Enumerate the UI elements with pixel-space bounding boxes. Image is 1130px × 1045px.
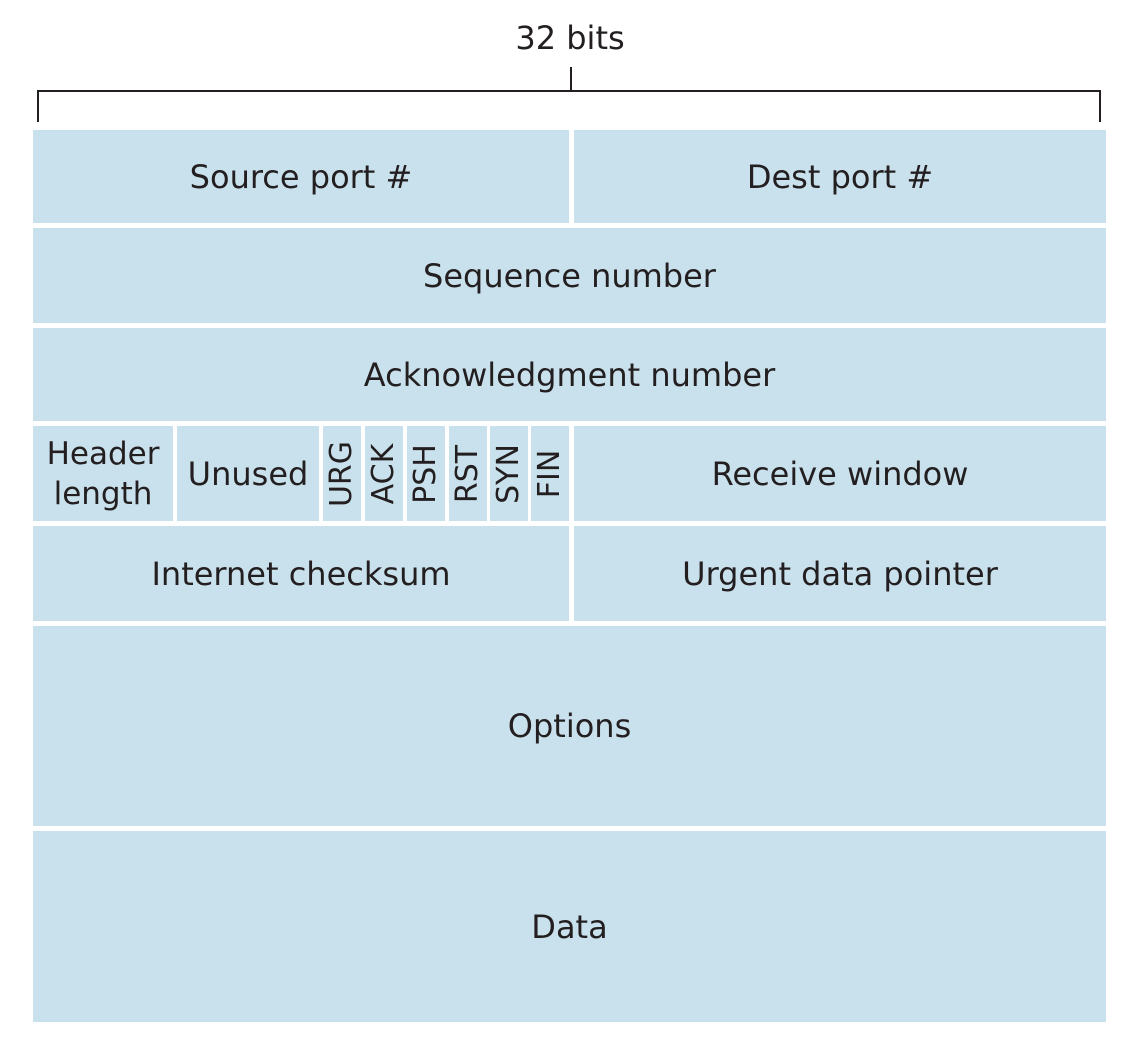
flag-rst-label: RST [450, 444, 485, 503]
flag-fin: FIN [531, 426, 569, 521]
bit-width-bracket [37, 67, 1101, 122]
bit-width-label: 32 bits [515, 19, 625, 57]
source-port-field: Source port # [33, 130, 569, 223]
header-length-line2: length [53, 475, 153, 512]
dest-port-field: Dest port # [574, 130, 1106, 223]
receive-window-field: Receive window [574, 426, 1106, 521]
flag-psh-label: PSH [408, 443, 443, 504]
sequence-number-field: Sequence number [33, 228, 1106, 323]
header-length-line1: Header [46, 435, 160, 472]
options-field: Options [33, 626, 1106, 826]
internet-checksum-field: Internet checksum [33, 526, 569, 621]
flag-psh: PSH [407, 426, 445, 521]
urgent-data-pointer-field: Urgent data pointer [574, 526, 1106, 621]
header-length-field: Header length [33, 426, 173, 521]
acknowledgment-number-field: Acknowledgment number [33, 328, 1106, 421]
unused-field: Unused [177, 426, 319, 521]
flag-syn: SYN [490, 426, 528, 521]
flag-ack-label: ACK [366, 443, 401, 504]
flag-syn-label: SYN [491, 443, 526, 504]
data-field: Data [33, 831, 1106, 1022]
flag-rst: RST [449, 426, 487, 521]
flag-urg-label: URG [324, 440, 359, 507]
flag-fin-label: FIN [532, 449, 567, 498]
flag-ack: ACK [365, 426, 403, 521]
flag-urg: URG [323, 426, 361, 521]
